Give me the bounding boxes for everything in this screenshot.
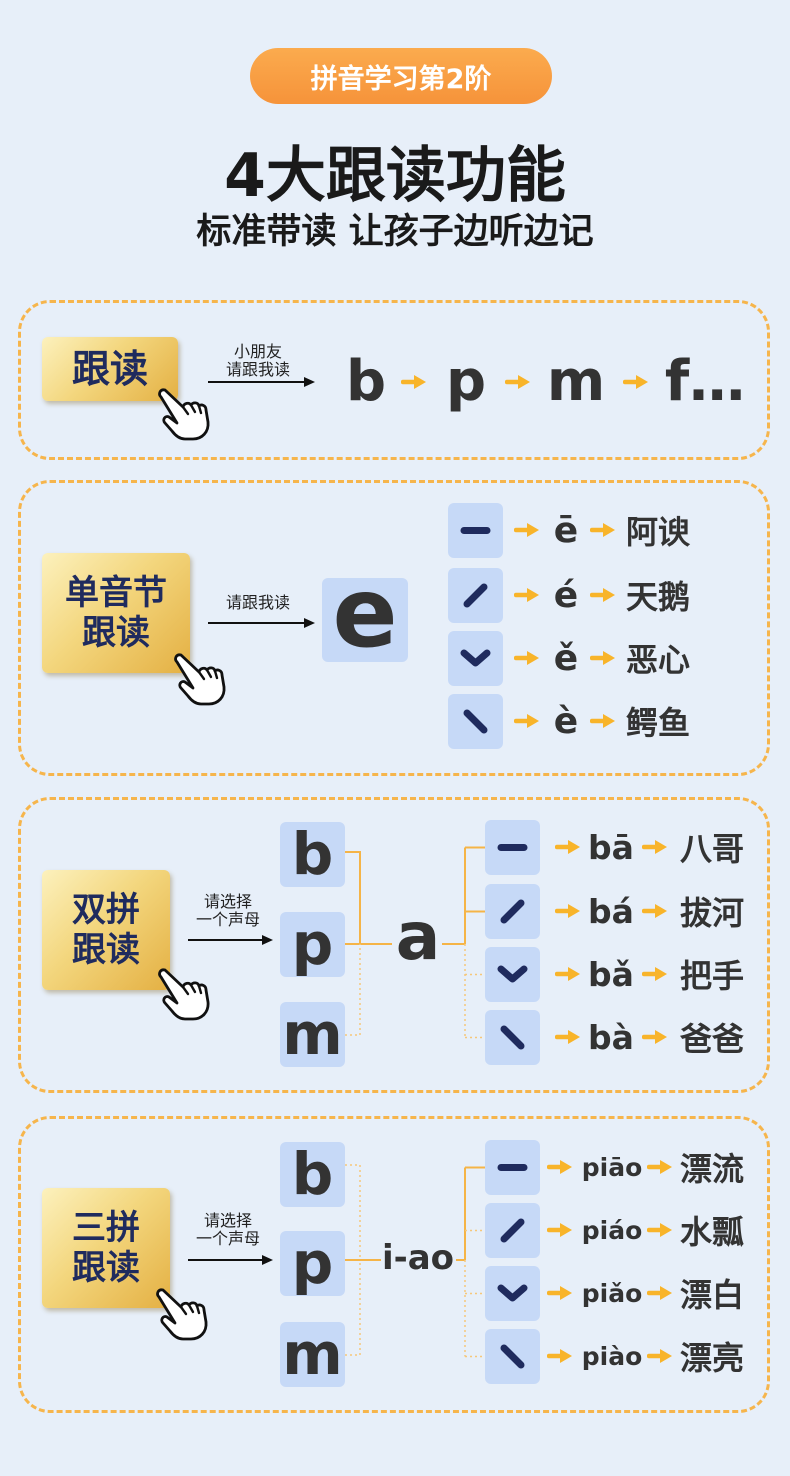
second-tone-icon — [485, 1203, 540, 1258]
vowel-tile: e — [322, 565, 408, 662]
prompt-line: 请跟我读 — [225, 593, 290, 612]
third-tone-icon — [485, 1266, 540, 1321]
example-word: 八哥 — [680, 830, 745, 868]
page-subtitle: 标准带读 让孩子边听边记 — [196, 211, 594, 252]
example-word: 水瓢 — [680, 1213, 745, 1251]
initial-tile-p[interactable]: p — [280, 1231, 345, 1296]
syllable: é — [553, 574, 579, 616]
example-word: 阿谀 — [626, 513, 691, 551]
syllable: bā — [588, 827, 634, 867]
button-label: 跟读 — [72, 1248, 140, 1288]
arrow-right-icon — [647, 1346, 673, 1366]
syllable: ě — [553, 637, 579, 679]
example-word: 漂流 — [680, 1150, 745, 1188]
page-title: 4大跟读功能 — [224, 140, 566, 211]
button-label: 三拼 — [72, 1207, 140, 1248]
prompt-line: 小朋友 — [233, 342, 282, 361]
prompt-line: 请跟我读 — [225, 360, 290, 379]
sequence-letter: p — [445, 349, 487, 414]
button-label: 跟读 — [71, 346, 148, 391]
syllable: piào — [581, 1341, 643, 1371]
arrow-right-icon — [547, 1283, 573, 1303]
syllable: bá — [588, 891, 634, 931]
arrow-right-icon — [647, 1157, 673, 1177]
syllable: piǎo — [581, 1278, 643, 1308]
final-letter: a — [395, 898, 441, 975]
long-arrow-right-icon — [188, 935, 273, 945]
syllable: piāo — [581, 1152, 643, 1182]
initial-tile-b[interactable]: b — [280, 822, 345, 887]
long-arrow-right-icon — [208, 377, 315, 387]
section-frame — [18, 480, 770, 776]
arrow-right-icon — [547, 1346, 573, 1366]
example-word: 鳄鱼 — [626, 704, 691, 742]
initial-tile-b[interactable]: b — [280, 1142, 345, 1207]
button-label: 双拼 — [72, 889, 140, 930]
section-frame — [18, 797, 770, 1093]
sequence-letter: m — [546, 349, 606, 414]
arrow-right-icon — [647, 1283, 673, 1303]
arrow-right-icon — [547, 1220, 573, 1240]
level-badge: 拼音学习第2阶 — [250, 48, 552, 104]
button-label: 单音节 — [65, 572, 167, 613]
prompt-line: 请选择 — [203, 892, 252, 911]
three-part-spelling-button[interactable]: 三拼 跟读 — [42, 1188, 170, 1308]
prompt-text: 请选择 一个声母 — [180, 1212, 276, 1248]
button-label: 跟读 — [82, 613, 150, 653]
sequence-letter: f… — [664, 349, 746, 414]
long-arrow-right-icon — [188, 1255, 273, 1265]
prompt-line: 一个声母 — [195, 910, 260, 929]
example-word: 爸爸 — [680, 1020, 745, 1058]
first-tone-icon — [485, 1140, 540, 1195]
arrow-right-icon — [647, 1220, 673, 1240]
level-badge-label: 拼音学习第2阶 — [310, 63, 492, 95]
sequence-letter: b — [345, 349, 387, 414]
syllable: è — [553, 700, 579, 742]
example-word: 漂白 — [680, 1276, 745, 1314]
example-word: 天鹅 — [626, 578, 691, 616]
prompt-text: 请跟我读 — [208, 594, 308, 612]
initial-tile-m[interactable]: m — [280, 1322, 345, 1387]
long-arrow-right-icon — [208, 618, 315, 628]
initial-tile-p[interactable]: p — [280, 912, 345, 977]
arrow-right-icon — [547, 1157, 573, 1177]
prompt-text: 请选择 一个声母 — [180, 893, 276, 929]
example-word: 把手 — [680, 957, 745, 995]
example-word: 拔河 — [680, 894, 745, 932]
syllable: ē — [553, 509, 579, 551]
fourth-tone-icon — [485, 1329, 540, 1384]
syllable: piáo — [581, 1215, 643, 1245]
two-part-spelling-button[interactable]: 双拼 跟读 — [42, 870, 170, 990]
pointing-hand-icon — [150, 1283, 210, 1343]
section-frame — [18, 300, 770, 460]
prompt-line: 请选择 — [203, 1211, 252, 1230]
example-word: 漂亮 — [680, 1339, 745, 1377]
syllable: bǎ — [588, 954, 634, 994]
syllable: bà — [588, 1017, 634, 1057]
example-word: 恶心 — [626, 641, 691, 679]
follow-read-button[interactable]: 跟读 — [42, 337, 178, 401]
vowel-letter: e — [332, 557, 398, 669]
button-label: 跟读 — [72, 930, 140, 970]
prompt-line: 一个声母 — [195, 1229, 260, 1248]
prompt-text: 小朋友 请跟我读 — [208, 343, 308, 379]
single-syllable-button[interactable]: 单音节 跟读 — [42, 553, 190, 673]
section-frame — [18, 1116, 770, 1413]
initial-tile-m[interactable]: m — [280, 1002, 345, 1067]
final-letters: i-ao — [381, 1238, 455, 1278]
